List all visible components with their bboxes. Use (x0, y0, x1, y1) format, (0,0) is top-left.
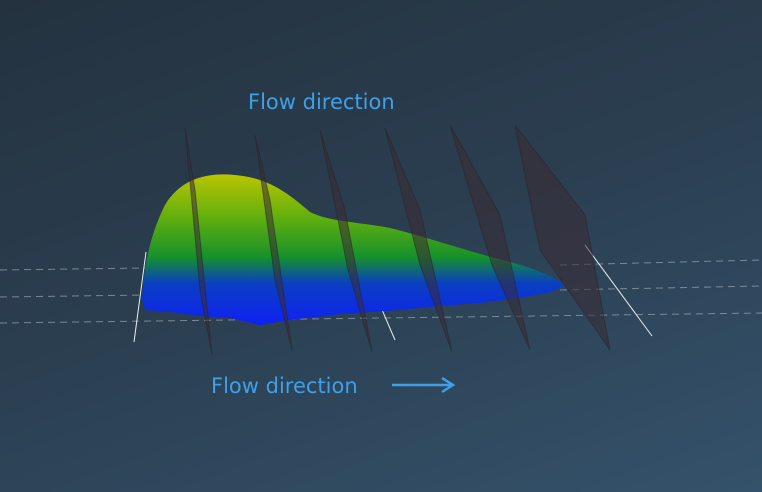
flow-direction-label-bottom: Flow direction (211, 374, 358, 398)
arrow-right-icon (392, 376, 456, 394)
dashed-guides (0, 259, 762, 324)
plane-5 (449, 124, 531, 351)
flow-direction-label-top: Flow direction (248, 90, 395, 114)
cross-section-planes (184, 124, 611, 356)
plane-1 (184, 127, 213, 356)
flow-surface (142, 174, 565, 325)
plane-4 (384, 127, 453, 353)
plane-2 (254, 134, 293, 351)
plane-6 (514, 124, 611, 351)
plane-3 (319, 129, 373, 353)
